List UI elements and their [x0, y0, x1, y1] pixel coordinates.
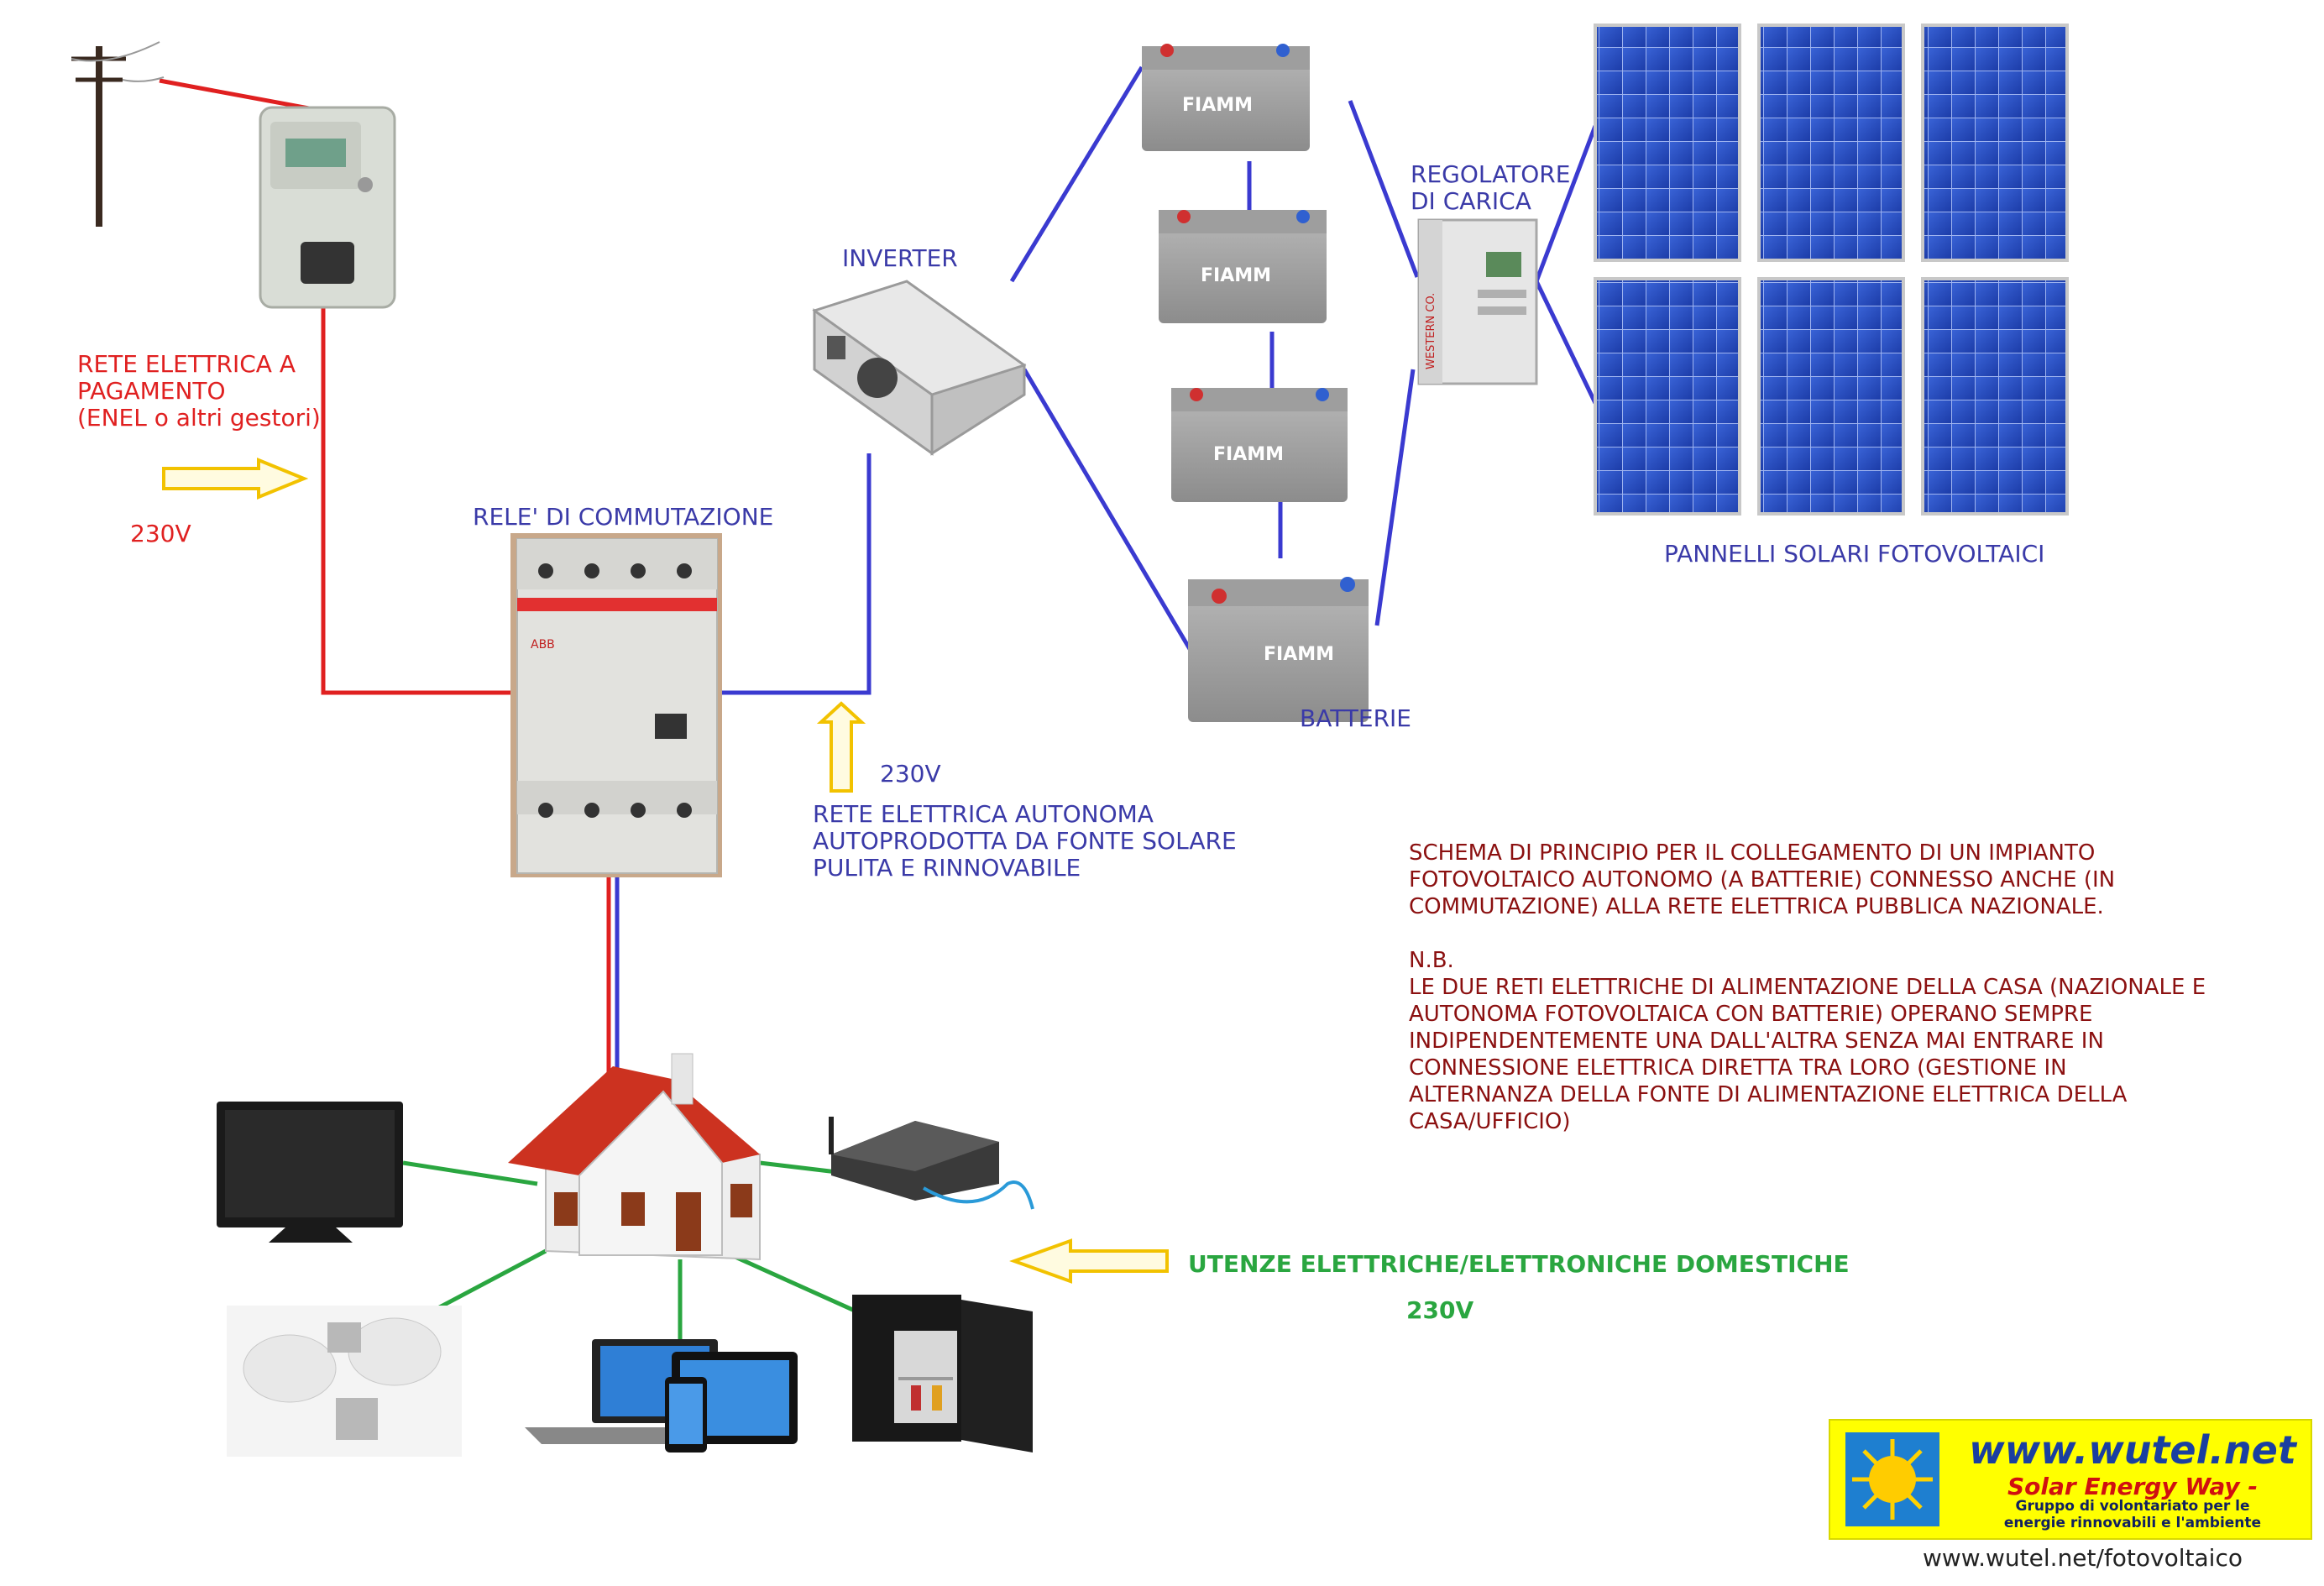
sun-icon: [1845, 1432, 1939, 1526]
battery-1-icon: FIAMM: [1142, 44, 1310, 151]
solar-panel-icon: [1921, 277, 2069, 516]
laptop-tablet-icon: [525, 1339, 798, 1453]
arrow-right-icon: [162, 458, 309, 500]
battery-3-icon: FIAMM: [1171, 388, 1348, 502]
batteries-label: BATTERIE: [1300, 704, 1411, 732]
utility-pole-icon: [71, 41, 165, 227]
autonomous-voltage-label: 230V: [880, 760, 941, 788]
battery-2-brand: FIAMM: [1201, 265, 1271, 286]
battery-1-brand: FIAMM: [1182, 95, 1253, 116]
solar-panels: [1594, 24, 2069, 516]
solar-panel-icon: [1594, 277, 1741, 516]
solar-panel-icon: [1757, 277, 1905, 516]
solar-panel-icon: [1921, 24, 2069, 262]
logo-title: www.wutel.net: [1969, 1427, 2296, 1473]
house-icon: [508, 1053, 761, 1261]
home-voltage-label: 230V: [1406, 1296, 1474, 1324]
battery-2-icon: FIAMM: [1159, 210, 1327, 323]
inverter-label: INVERTER: [842, 244, 958, 272]
relay-label: RELE' DI COMMUTAZIONE: [473, 503, 774, 531]
logo-description: Gruppo di volontariato per le energie ri…: [2003, 1498, 2262, 1531]
solar-panel-icon: [1757, 24, 1905, 262]
tv-icon: [217, 1102, 403, 1243]
regulator-label: REGOLATORE DI CARICA: [1411, 160, 1571, 215]
led-bulbs-icon: [227, 1306, 462, 1457]
relay-brand: ABB: [531, 638, 555, 652]
battery-4-brand: FIAMM: [1264, 644, 1334, 665]
battery-3-brand: FIAMM: [1213, 444, 1284, 465]
minibar-fridge-icon: [852, 1295, 1033, 1453]
logo-subtitle: Solar Energy Way -: [2007, 1473, 2258, 1500]
relay-icon: ABB: [510, 533, 722, 877]
schema-note: SCHEMA DI PRINCIPIO PER IL COLLEGAMENTO …: [1409, 840, 2206, 1134]
home-loads-label: UTENZE ELETTRICHE/ELETTRONICHE DOMESTICH…: [1188, 1250, 1850, 1278]
arrow-up-icon: [816, 701, 866, 793]
inverter-icon: [812, 280, 1027, 456]
regulator-brand: WESTERN CO.: [1425, 293, 1437, 369]
router-icon: [829, 1117, 1034, 1210]
solar-panels-label: PANNELLI SOLARI FOTOVOLTAICI: [1664, 540, 2045, 568]
autonomous-grid-label: RETE ELETTRICA AUTONOMA AUTOPRODOTTA DA …: [813, 800, 1237, 882]
electricity-meter-icon: [259, 106, 396, 309]
grid-voltage-label: 230V: [130, 520, 191, 547]
charge-regulator-icon: WESTERN CO.: [1417, 218, 1538, 385]
paid-grid-label: RETE ELETTRICA A PAGAMENTO (ENEL o altri…: [77, 350, 321, 432]
solar-wires: [615, 65, 1598, 1075]
wutel-logo[interactable]: www.wutel.net Solar Energy Way - Gruppo …: [1829, 1419, 2312, 1540]
footer-url-link[interactable]: www.wutel.net/fotovoltaico: [1923, 1544, 2243, 1572]
battery-4-icon: FIAMM: [1188, 577, 1369, 722]
arrow-left-icon: [1009, 1238, 1169, 1284]
solar-panel-icon: [1594, 24, 1741, 262]
